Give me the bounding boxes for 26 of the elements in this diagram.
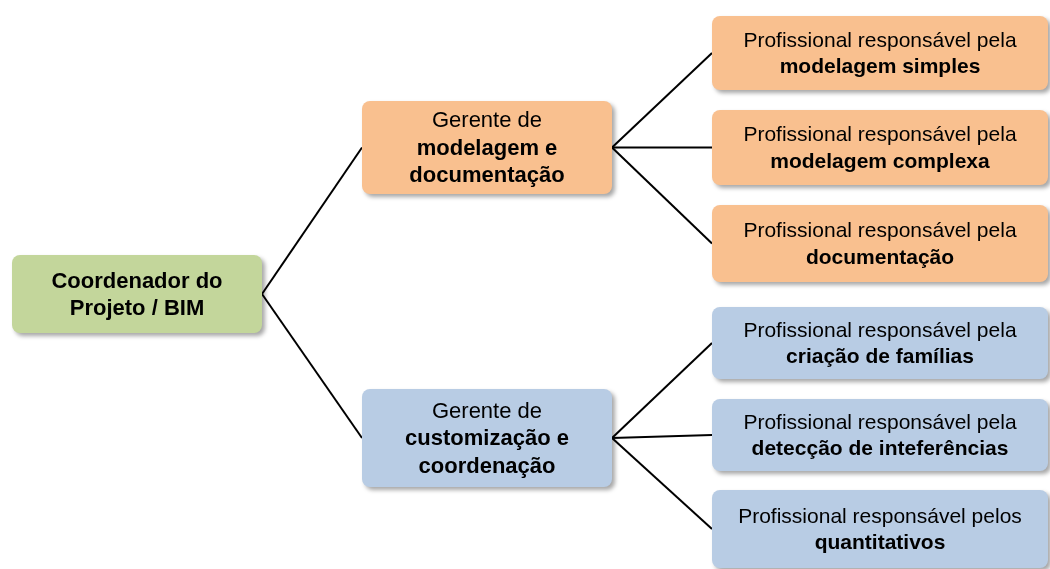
connector-line [611,146,713,245]
role-box [712,16,1048,90]
connector-line [611,146,713,149]
role-box [712,307,1048,379]
connector-line [261,293,363,439]
role-text: Profissional responsável pela criação de famílias [742,316,1018,369]
connector-line [261,146,363,295]
connector-line [611,52,713,149]
role-text: Gerente de customização e coordenação [404,396,570,480]
role-box [362,389,612,487]
connector-line [611,437,713,530]
connector-line [611,342,713,439]
role-text: Profissional responsável pela modelagem simples [742,26,1018,79]
role-box [362,101,612,194]
role-text: Profissional responsável pela detecção de inteferências [742,408,1018,461]
role-text: Profissional responsável pela documentação [742,217,1018,270]
role-text: Profissional responsável pelos quantitativos [737,502,1023,555]
role-box [712,205,1048,282]
role-text: Profissional responsável pela modelagem complexa [742,121,1018,174]
role-box [712,110,1048,185]
role-box [712,399,1048,471]
role-text: Coordenador do Projeto / BIM [50,266,224,322]
root-box [12,255,262,333]
role-box [712,490,1048,568]
role-text: Gerente de modelagem e documentação [408,106,566,189]
connector-line [611,434,713,439]
